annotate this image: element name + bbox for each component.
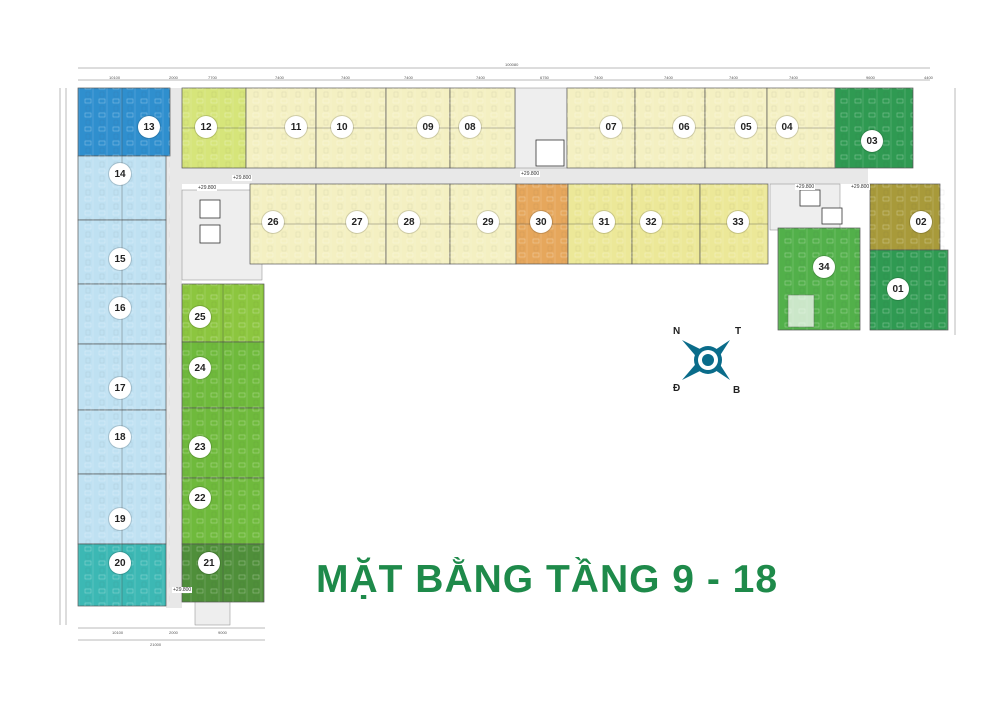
unit-label-08: 08 [459, 116, 481, 138]
unit-label-09: 09 [417, 116, 439, 138]
elevation-marker: +29.800 [172, 587, 193, 593]
unit-label-06: 06 [673, 116, 695, 138]
dimension-lines [59, 67, 956, 641]
dimension-top-segment: 6750 [540, 75, 549, 80]
unit-label-03: 03 [861, 130, 883, 152]
unit-label-20: 20 [109, 552, 131, 574]
dimension-bottom-segment: 2000 [169, 630, 178, 635]
dimension-top-segment: 7400 [664, 75, 673, 80]
unit-label-29: 29 [477, 211, 499, 233]
dimension-top-segment: 7400 [594, 75, 603, 80]
unit-label-32: 32 [640, 211, 662, 233]
unit-label-14: 14 [109, 163, 131, 185]
dimension-top-segment: 7700 [208, 75, 217, 80]
compass-west-label: Đ [673, 383, 681, 394]
compass-east-label: T [735, 326, 742, 337]
corridors [166, 87, 868, 626]
dimension-bottom-segment: 9000 [218, 630, 227, 635]
dimension-top-overall: 100080 [505, 62, 519, 67]
furniture-overlay [78, 88, 948, 606]
dimension-top-segment: 7400 [404, 75, 413, 80]
unit-label-02: 02 [910, 211, 932, 233]
unit-label-28: 28 [398, 211, 420, 233]
unit-label-19: 19 [109, 508, 131, 530]
dimension-top-segment: 7400 [729, 75, 738, 80]
unit-label-22: 22 [189, 487, 211, 509]
dimension-top-segment: 7400 [789, 75, 798, 80]
dimension-top-segment: 7400 [476, 75, 485, 80]
unit-label-25: 25 [189, 306, 211, 328]
dimension-top-segment: 10100 [109, 75, 121, 80]
unit-label-13: 13 [138, 116, 160, 138]
unit-label-17: 17 [109, 377, 131, 399]
compass-north-label: N [673, 326, 681, 337]
unit-label-12: 12 [195, 116, 217, 138]
unit-label-23: 23 [189, 436, 211, 458]
unit-label-33: 33 [727, 211, 749, 233]
elevation-marker: +29.800 [850, 184, 871, 190]
unit-label-31: 31 [593, 211, 615, 233]
unit-label-05: 05 [735, 116, 757, 138]
unit-label-18: 18 [109, 426, 131, 448]
unit-label-11: 11 [285, 116, 307, 138]
elevation-marker: +29.800 [795, 184, 816, 190]
unit-label-30: 30 [530, 211, 552, 233]
unit-label-10: 10 [331, 116, 353, 138]
unit-label-16: 16 [109, 297, 131, 319]
elevation-marker: +29.800 [197, 185, 218, 191]
dimension-top-segment: 7400 [275, 75, 284, 80]
unit-label-34: 34 [813, 256, 835, 278]
dimension-bottom-overall: 21000 [150, 642, 162, 647]
unit-label-04: 04 [776, 116, 798, 138]
page-title: MẶT BẰNG TẦNG 9 - 18 [316, 558, 779, 601]
dimension-top-segment: 9600 [866, 75, 875, 80]
compass-icon [682, 340, 730, 380]
dimension-top-segment: 2000 [169, 75, 178, 80]
dimension-top-segment: 4400 [924, 75, 933, 80]
compass-south-label: B [733, 385, 741, 396]
unit-label-27: 27 [346, 211, 368, 233]
unit-label-26: 26 [262, 211, 284, 233]
unit-label-21: 21 [198, 552, 220, 574]
unit-label-01: 01 [887, 278, 909, 300]
unit-label-07: 07 [600, 116, 622, 138]
dimension-top-segment: 7400 [341, 75, 350, 80]
unit-label-24: 24 [189, 357, 211, 379]
unit-label-15: 15 [109, 248, 131, 270]
elevation-marker: +29.800 [520, 171, 541, 177]
dimension-bottom-segment: 10100 [112, 630, 124, 635]
elevation-marker: +29.800 [232, 175, 253, 181]
